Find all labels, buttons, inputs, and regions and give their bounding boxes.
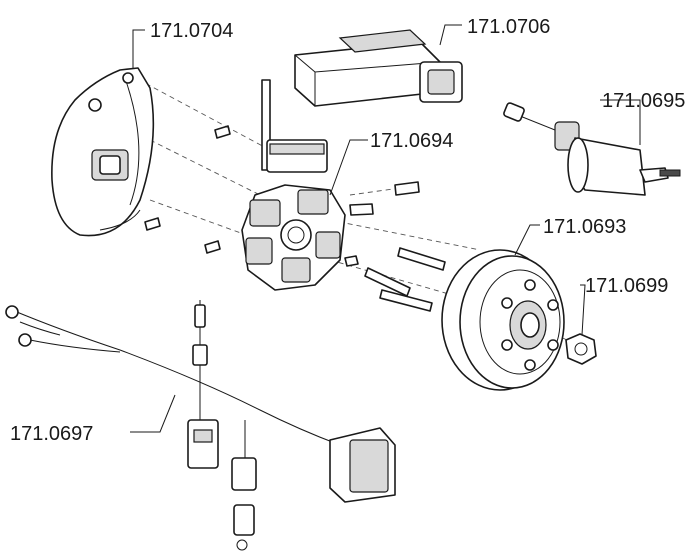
label-wiring-harness: 171.0697	[10, 423, 93, 445]
screws-left	[144, 125, 231, 254]
label-stator-plate: 171.0704	[150, 20, 233, 42]
leader-lines	[130, 24, 641, 433]
label-ignition-coil: 171.0695	[602, 90, 685, 112]
stator-plate-part	[51, 67, 155, 237]
screws-middle	[344, 181, 420, 267]
bolts	[364, 247, 446, 312]
cdi-unit-part	[294, 29, 463, 107]
part-labels: 171.0704 171.0706 171.0695 171.0694 171.…	[10, 16, 685, 445]
rotor-part	[441, 249, 565, 391]
ignition-coil-part	[503, 102, 681, 196]
label-cdi-unit: 171.0706	[467, 16, 550, 38]
stator-coil-part	[241, 79, 346, 291]
label-nut: 171.0699	[585, 275, 668, 297]
label-stator-coil: 171.0694	[370, 130, 453, 152]
label-rotor: 171.0693	[543, 216, 626, 238]
nut-part	[565, 333, 597, 365]
wiring-harness-part	[5, 300, 396, 551]
